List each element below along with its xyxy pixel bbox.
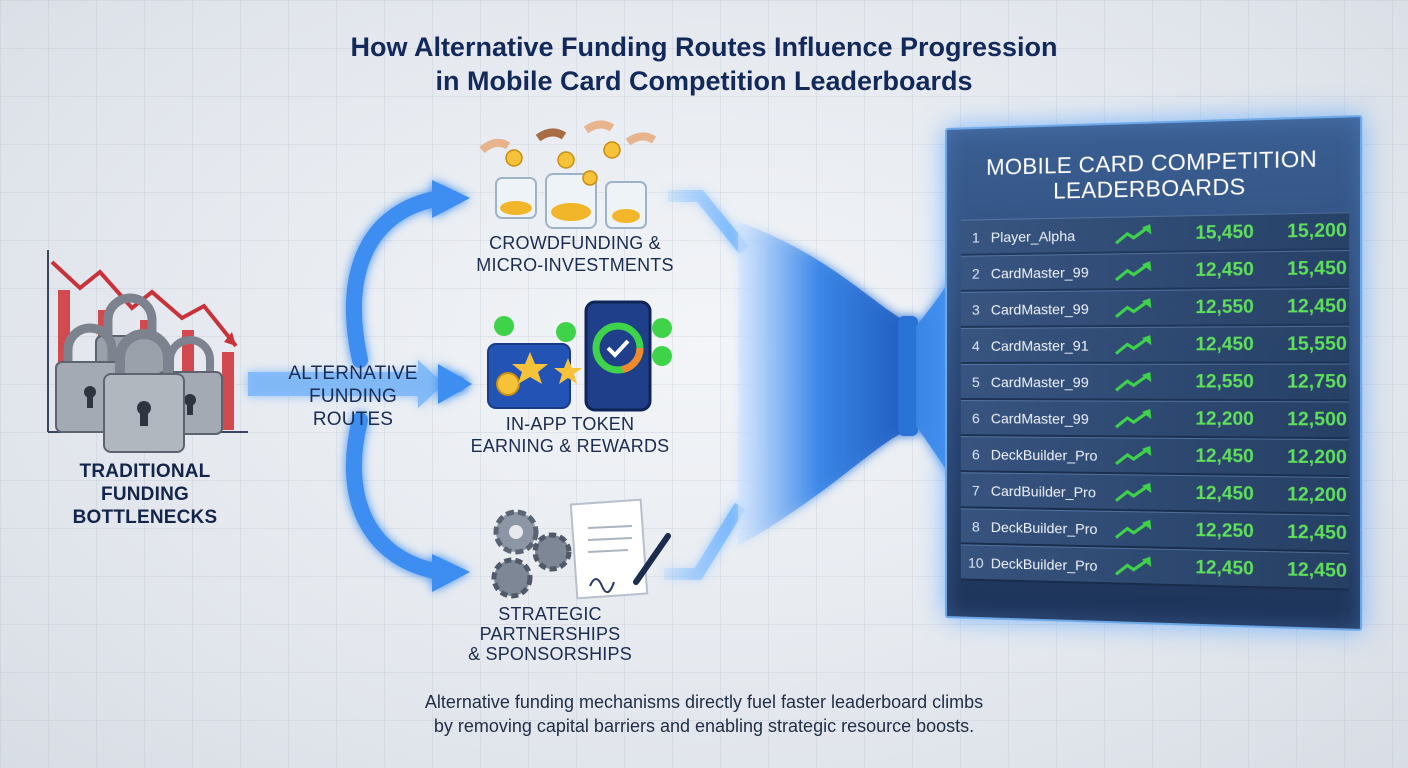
leaderboard-row: 2 CardMaster_99 12,450 15,450: [960, 249, 1350, 290]
row-rank: 2: [971, 265, 980, 282]
row-rank: 10: [968, 554, 984, 571]
row-player: CardMaster_99: [990, 300, 1089, 318]
leaderboard-row: 6 DeckBuilder_Pro 12,450 12,200: [960, 436, 1350, 476]
leaderboard-panel: Mobile Card Competition Leaderboards 1 P…: [945, 114, 1363, 632]
token-rewards-label: In-App Token Earning & Rewards: [445, 413, 695, 457]
row-value-2: 15,550: [1287, 333, 1347, 355]
crowdfunding-line-1: Crowdfunding &: [489, 233, 661, 253]
row-value-1: 15,450: [1195, 221, 1254, 243]
row-player: CardMaster_91: [990, 336, 1089, 354]
row-value-2: 12,450: [1287, 558, 1347, 582]
row-value-1: 12,450: [1195, 482, 1254, 504]
row-rank: 6: [971, 445, 980, 462]
row-value-1: 12,450: [1195, 258, 1254, 281]
partnerships-label: Strategic Partnerships & Sponsorships: [450, 604, 650, 664]
title-line-2: in Mobile Card Competition Leaderboards: [435, 66, 973, 96]
row-value-2: 15,200: [1287, 219, 1347, 242]
row-rank: 4: [971, 337, 980, 354]
traditional-bottlenecks-label: Traditional Funding Bottlenecks: [40, 460, 250, 529]
row-player: DeckBuilder_Pro: [990, 518, 1098, 537]
leaderboard-row: 7 CardBuilder_Pro 12,450 12,200: [960, 472, 1350, 513]
alternative-line-1: Alternative: [288, 363, 418, 384]
route-arrowheads: [432, 180, 472, 592]
row-value-1: 12,250: [1195, 519, 1254, 542]
row-rank: 3: [971, 301, 980, 318]
alternative-routes-label: Alternative Funding Routes: [258, 362, 448, 431]
crowdfunding-line-2: Micro-Investments: [476, 255, 674, 275]
leaderboard-row: 8 DeckBuilder_Pro 12,250 12,450: [960, 508, 1350, 551]
row-value-2: 12,200: [1287, 483, 1347, 506]
row-value-1: 12,550: [1195, 296, 1254, 318]
row-player: Player_Alpha: [990, 227, 1076, 245]
row-value-2: 12,450: [1287, 295, 1347, 317]
leaderboard-row: 6 CardMaster_99 12,200 12,500: [960, 400, 1350, 438]
leaderboard-row: 4 CardMaster_91 12,450 15,550: [960, 325, 1350, 362]
funnel-icon: [738, 222, 962, 546]
caption-line-2: by removing capital barriers and enablin…: [433, 716, 975, 736]
row-value-1: 12,450: [1195, 333, 1254, 355]
row-value-1: 12,550: [1195, 370, 1254, 392]
traditional-line-3: Bottlenecks: [72, 507, 218, 528]
route-beams: [664, 190, 749, 580]
row-player: CardMaster_99: [990, 373, 1089, 390]
trend-up-icon: [1113, 295, 1157, 320]
alternative-line-2: Funding: [309, 386, 397, 407]
token-line-1: In-App Token: [505, 414, 635, 434]
trend-up-icon: [1113, 258, 1157, 283]
partnerships-line-2: Partnerships: [479, 624, 621, 644]
row-rank: 6: [971, 409, 980, 426]
row-player: CardMaster_99: [990, 263, 1089, 281]
token-line-2: Earning & Rewards: [470, 436, 670, 456]
leaderboard-row: 5 CardMaster_99 12,550 12,750: [960, 363, 1350, 400]
alternative-line-3: Routes: [312, 409, 394, 430]
row-player: CardBuilder_Pro: [990, 482, 1096, 500]
coin-jars-icon: [479, 120, 657, 229]
leaderboard-row: 3 CardMaster_99 12,550 12,450: [960, 287, 1350, 326]
crowdfunding-label: Crowdfunding & Micro-Investments: [440, 232, 710, 276]
partnerships-line-1: Strategic: [498, 604, 602, 624]
padlock-icons: [55, 293, 223, 453]
leaderboard-rows: 1 Player_Alpha 15,450 15,200 2 CardMaste…: [960, 212, 1350, 591]
caption-line-1: Alternative funding mechanisms directly …: [424, 692, 984, 712]
leaderboard-title: Mobile Card Competition Leaderboards: [947, 144, 1360, 205]
page-title: How Alternative Funding Routes Influence…: [0, 30, 1408, 98]
trend-up-icon: [1113, 517, 1157, 542]
row-value-1: 12,450: [1195, 556, 1254, 579]
row-rank: 1: [971, 228, 980, 246]
trend-up-icon: [1113, 369, 1157, 394]
traditional-line-1: Traditional: [79, 461, 211, 482]
arrow-to-alternative: [248, 360, 444, 408]
trend-up-icon: [1113, 222, 1157, 247]
trend-up-icon: [1113, 553, 1157, 579]
trend-up-icon: [1113, 480, 1157, 505]
row-value-1: 12,450: [1195, 445, 1254, 467]
gears-contract-icon: [491, 498, 671, 600]
row-value-2: 12,200: [1287, 446, 1347, 468]
row-value-2: 12,500: [1287, 408, 1347, 430]
row-value-2: 12,450: [1287, 521, 1347, 544]
row-player: CardMaster_99: [990, 409, 1089, 427]
row-rank: 7: [971, 481, 980, 499]
leaderboard-row: 10 DeckBuilder_Pro 12,450 12,450: [960, 544, 1350, 589]
row-value-2: 12,750: [1287, 370, 1347, 392]
row-rank: 8: [971, 517, 980, 535]
title-line-1: How Alternative Funding Routes Influence…: [350, 32, 1058, 62]
row-player: DeckBuilder_Pro: [990, 554, 1098, 574]
row-value-2: 15,450: [1287, 257, 1347, 280]
leaderboard-row: 1 Player_Alpha 15,450 15,200: [960, 212, 1350, 254]
partnerships-line-3: & Sponsorships: [468, 644, 632, 664]
trend-up-icon: [1113, 406, 1157, 431]
token-rewards-icon: [487, 300, 672, 412]
row-player: DeckBuilder_Pro: [990, 445, 1098, 464]
caption: Alternative funding mechanisms directly …: [0, 690, 1408, 738]
row-value-1: 12,200: [1195, 408, 1254, 430]
traditional-line-2: Funding: [101, 484, 189, 505]
row-rank: 5: [971, 373, 980, 390]
trend-up-icon: [1113, 443, 1157, 468]
trend-up-icon: [1113, 332, 1157, 357]
